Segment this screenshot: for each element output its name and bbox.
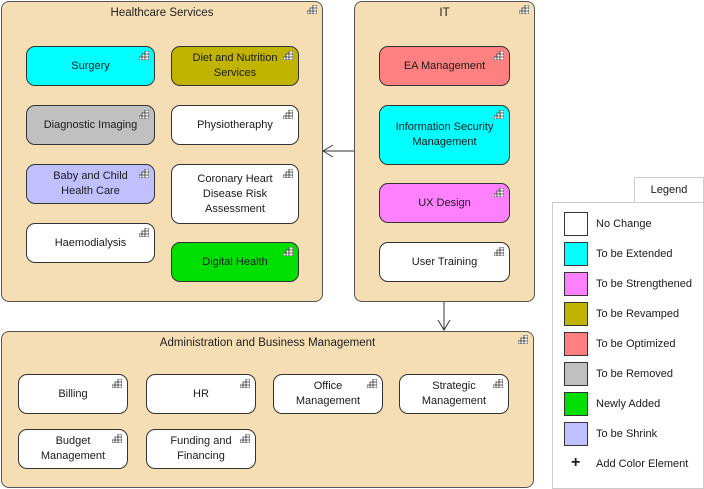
legend-panel: No Change To be Extended To be Strengthe… bbox=[552, 202, 704, 489]
capability-budget-management[interactable]: Budget Management bbox=[18, 429, 128, 469]
legend-item-extended[interactable]: To be Extended bbox=[564, 242, 704, 268]
capability-label: User Training bbox=[411, 255, 478, 268]
capability-icon bbox=[283, 110, 293, 119]
capability-strategic-management[interactable]: Strategic Management bbox=[399, 374, 509, 414]
capability-icon bbox=[367, 379, 377, 388]
capability-user-training[interactable]: User Training bbox=[379, 242, 510, 282]
capability-icon bbox=[283, 51, 293, 60]
capability-icon bbox=[493, 379, 503, 388]
capability-ux-design[interactable]: UX Design bbox=[379, 183, 510, 223]
legend-label: To be Extended bbox=[596, 248, 673, 260]
legend-swatch bbox=[564, 302, 588, 326]
legend-swatch bbox=[564, 272, 588, 296]
group-it[interactable]: IT EA Management Information Security Ma… bbox=[354, 1, 535, 302]
legend-swatch bbox=[564, 362, 588, 386]
capability-information-security[interactable]: Information Security Management bbox=[379, 105, 510, 165]
group-title: IT bbox=[439, 7, 450, 19]
capability-label: Diet and Nutrition Services bbox=[192, 52, 278, 79]
capability-icon bbox=[139, 51, 149, 60]
capability-physiotheraphy[interactable]: Physiotheraphy bbox=[171, 105, 299, 145]
legend-item-newly-added[interactable]: Newly Added bbox=[564, 392, 704, 418]
legend-swatch bbox=[564, 332, 588, 356]
capability-ea-management[interactable]: EA Management bbox=[379, 46, 510, 86]
capability-icon bbox=[519, 5, 529, 14]
legend-swatch bbox=[564, 242, 588, 266]
capability-icon bbox=[139, 110, 149, 119]
capability-icon bbox=[283, 247, 293, 256]
capability-digital-health[interactable]: Digital Health bbox=[171, 242, 299, 282]
legend-item-removed[interactable]: To be Removed bbox=[564, 362, 704, 388]
legend-item-no-change[interactable]: No Change bbox=[564, 212, 704, 238]
capability-label: Digital Health bbox=[202, 255, 268, 268]
legend-title: Legend bbox=[650, 184, 688, 196]
legend-swatch bbox=[564, 212, 588, 236]
legend-item-optimized[interactable]: To be Optimized bbox=[564, 332, 704, 358]
capability-label: Billing bbox=[58, 387, 88, 400]
capability-diet-nutrition[interactable]: Diet and Nutrition Services bbox=[171, 46, 299, 86]
legend-label: To be Removed bbox=[596, 368, 674, 380]
legend-title-tab[interactable]: Legend bbox=[634, 177, 704, 203]
capability-icon bbox=[139, 228, 149, 237]
capability-office-management[interactable]: Office Management bbox=[273, 374, 383, 414]
capability-icon bbox=[139, 169, 149, 178]
group-title: Administration and Business Management bbox=[159, 337, 376, 349]
group-title: Healthcare Services bbox=[110, 7, 214, 19]
capability-label: Baby and Child Health Care bbox=[53, 170, 128, 197]
capability-icon bbox=[112, 434, 122, 443]
capability-label: Physiotheraphy bbox=[197, 118, 273, 131]
legend-item-shrink[interactable]: To be Shrink bbox=[564, 422, 704, 448]
legend-swatch bbox=[564, 422, 588, 446]
capability-label: Information Security Management bbox=[395, 121, 494, 148]
capability-icon bbox=[307, 5, 317, 14]
capability-billing[interactable]: Billing bbox=[18, 374, 128, 414]
legend-item-strengthened[interactable]: To be Strengthened bbox=[564, 272, 704, 298]
capability-funding-financing[interactable]: Funding and Financing bbox=[146, 429, 256, 469]
add-color-element-button[interactable]: + Add Color Element bbox=[564, 452, 704, 478]
capability-label: Diagnostic Imaging bbox=[43, 118, 138, 131]
capability-surgery[interactable]: Surgery bbox=[26, 46, 155, 86]
capability-icon bbox=[240, 434, 250, 443]
capability-label: HR bbox=[193, 387, 209, 400]
capability-baby-child-health[interactable]: Baby and Child Health Care bbox=[26, 164, 155, 204]
legend-label: To be Revamped bbox=[596, 308, 680, 320]
capability-label: EA Management bbox=[403, 59, 486, 72]
capability-label: UX Design bbox=[418, 196, 471, 209]
capability-icon bbox=[240, 379, 250, 388]
group-healthcare-services[interactable]: Healthcare Services Surgery Diet and Nut… bbox=[1, 1, 323, 302]
capability-icon bbox=[494, 247, 504, 256]
connector-it-to-administration[interactable] bbox=[437, 302, 451, 331]
capability-label: Office Management bbox=[295, 380, 361, 407]
capability-label: Funding and Financing bbox=[170, 435, 232, 462]
legend-item-revamped[interactable]: To be Revamped bbox=[564, 302, 704, 328]
capability-hr[interactable]: HR bbox=[146, 374, 256, 414]
capability-diagnostic-imaging[interactable]: Diagnostic Imaging bbox=[26, 105, 155, 145]
connector-it-to-healthcare[interactable] bbox=[322, 144, 354, 158]
capability-haemodialysis[interactable]: Haemodialysis bbox=[26, 223, 155, 263]
capability-icon bbox=[518, 335, 528, 344]
legend-label: To be Optimized bbox=[596, 338, 676, 350]
capability-coronary-heart[interactable]: Coronary Heart Disease Risk Assessment bbox=[171, 164, 299, 224]
capability-label: Haemodialysis bbox=[54, 236, 127, 249]
capability-icon bbox=[494, 188, 504, 197]
capability-label: Strategic Management bbox=[421, 380, 487, 407]
legend-label: Newly Added bbox=[596, 398, 661, 410]
legend-swatch bbox=[564, 392, 588, 416]
capability-label: Surgery bbox=[71, 59, 110, 72]
legend-label: No Change bbox=[596, 218, 652, 230]
capability-label: Budget Management bbox=[40, 435, 106, 462]
capability-icon bbox=[494, 110, 504, 119]
legend-label: To be Shrink bbox=[596, 428, 658, 440]
plus-icon: + bbox=[571, 454, 581, 471]
add-color-element-label: Add Color Element bbox=[596, 458, 689, 470]
group-administration[interactable]: Administration and Business Management B… bbox=[1, 331, 534, 488]
legend-label: To be Strengthened bbox=[596, 278, 693, 290]
capability-label: Coronary Heart Disease Risk Assessment bbox=[197, 172, 273, 215]
capability-icon bbox=[494, 51, 504, 60]
capability-icon bbox=[112, 379, 122, 388]
capability-icon bbox=[283, 169, 293, 178]
